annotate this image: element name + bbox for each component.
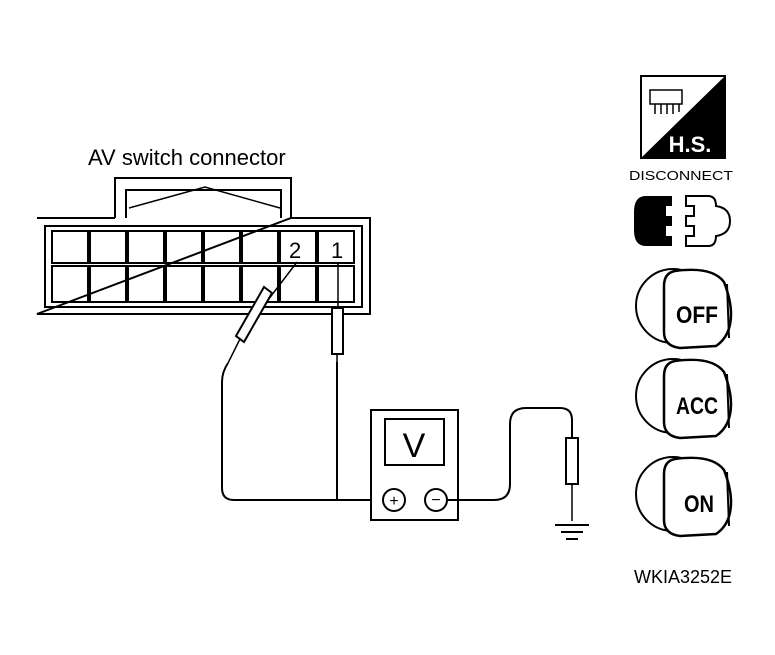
harness-side-icon — [640, 75, 726, 159]
wire-terminal-2 — [221, 362, 383, 501]
ignition-on-icon — [635, 456, 733, 538]
wire-ground — [447, 407, 573, 501]
ground-probe — [565, 437, 579, 521]
figure-code: WKIA3252E — [634, 567, 732, 587]
terminal-2-label: 2 — [289, 238, 301, 263]
voltmeter — [370, 409, 459, 521]
connector-lower-row — [51, 265, 355, 303]
ignition-acc-icon — [635, 358, 733, 440]
connector-upper-row — [51, 230, 355, 264]
key-acc-label: ACC — [676, 393, 718, 420]
terminal-1-label: 1 — [331, 238, 343, 263]
plus-symbol: + — [389, 493, 398, 510]
meter-display: V — [403, 427, 426, 465]
key-off-label: OFF — [676, 302, 718, 329]
probe-terminal-2 — [227, 261, 298, 364]
plus-terminal — [382, 488, 406, 512]
minus-symbol: − — [431, 492, 440, 509]
connector-title: AV switch connector — [88, 145, 286, 170]
key-on-label: ON — [684, 491, 714, 518]
ignition-off-icon — [635, 268, 733, 350]
av-switch-connector — [36, 177, 371, 315]
disconnect-label: DISCONNECT — [629, 168, 733, 183]
probe-terminal-1 — [331, 262, 344, 362]
ground-icon — [555, 524, 589, 540]
hs-text: H.S. — [669, 132, 712, 157]
disconnect-icon — [634, 195, 732, 247]
